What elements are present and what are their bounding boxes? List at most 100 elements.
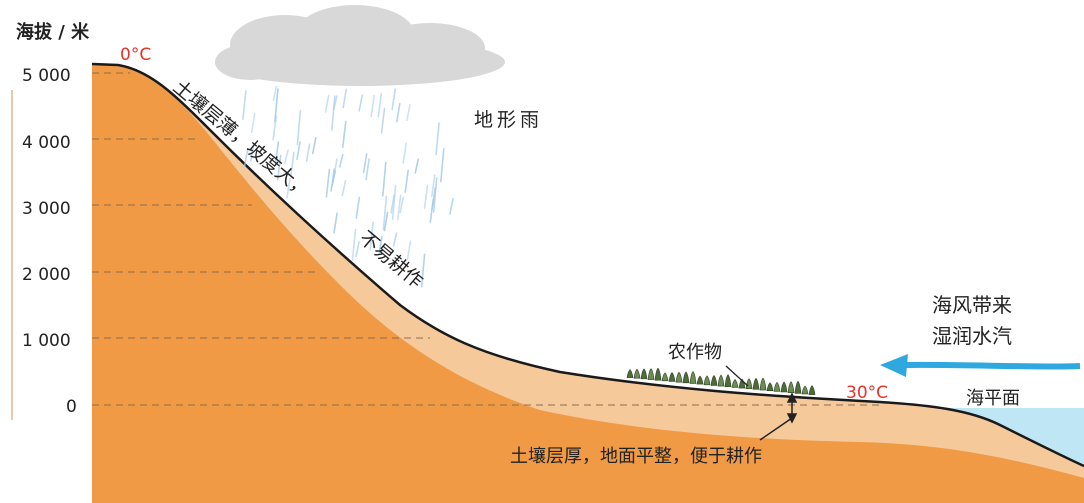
rain-streak (351, 228, 357, 261)
soil-thickness-marker (759, 392, 798, 441)
rain-streak (402, 142, 408, 164)
tick-label-5000: 5 000 (22, 66, 71, 86)
crop-plant (710, 375, 718, 386)
rain-streak (274, 141, 280, 164)
rain-streak (435, 122, 440, 156)
rain-streak (432, 177, 438, 213)
crop-plant (724, 374, 732, 388)
crop-plant (773, 381, 781, 392)
rain-streak (296, 141, 301, 160)
rain-streak (284, 149, 289, 164)
rain-streak (355, 196, 361, 219)
rain-streak (341, 120, 347, 148)
crop-plant (759, 377, 767, 391)
rain-streak (383, 211, 389, 232)
summit-temperature: 0°C (120, 45, 151, 65)
rain-streak (286, 177, 291, 199)
crop-plant (682, 371, 690, 384)
tick-label-4000: 4 000 (22, 133, 71, 153)
y-axis: 海拔 / 米 5 000 4 000 3 000 2 000 1 000 0 (11, 21, 90, 420)
rain-streak (355, 241, 360, 258)
cloud-icon (215, 5, 505, 86)
crop-plant (738, 378, 746, 389)
rain-streak (396, 194, 402, 221)
orographic-rain-label: 地形雨 (474, 109, 543, 131)
rain-streak (381, 161, 387, 197)
sea-level-temperature: 30°C (846, 383, 888, 403)
plain-leader-line (759, 417, 793, 441)
crop-plant (640, 368, 648, 380)
sea (880, 408, 1084, 470)
rain-streak (449, 197, 454, 215)
sea-wind-label-line2: 湿润水汽 (932, 324, 1012, 348)
crop-plant (675, 371, 683, 383)
rain-streak (377, 93, 383, 118)
crop-plant (752, 377, 760, 390)
rain-streak (311, 137, 317, 155)
tick-label-3000: 3 000 (22, 199, 71, 219)
rain-streak (358, 94, 364, 112)
rain-streak (242, 90, 247, 120)
rain-streak (330, 168, 336, 192)
rain-streak (430, 174, 436, 198)
rain-streak (380, 107, 386, 134)
crops-label: 农作物 (668, 342, 722, 363)
rain-streak (365, 158, 370, 181)
rain-streak (420, 253, 426, 288)
crop-plant (808, 385, 816, 395)
y-axis-title: 海拔 / 米 (16, 21, 90, 43)
crop-plant (787, 381, 795, 393)
bedrock-layer (92, 64, 1084, 503)
rain-streak (406, 103, 411, 121)
sea-wind-label-line1: 海风带来 (932, 293, 1012, 317)
rain-streak (272, 85, 278, 102)
tick-label-0: 0 (66, 397, 77, 417)
rain-streak (391, 88, 397, 111)
rain-icon (242, 85, 454, 288)
rain-streak (342, 88, 348, 109)
crop-plant (626, 369, 634, 378)
rain-streak (390, 194, 395, 214)
rain-streak (341, 180, 347, 197)
elevation-gridlines (92, 72, 880, 406)
rain-streak (250, 143, 255, 162)
crops-leader-line (725, 365, 749, 387)
rain-streak (324, 94, 330, 113)
rain-streak (338, 153, 344, 168)
crop-plant (801, 385, 809, 395)
rain-streak (330, 95, 336, 131)
rain-streak (392, 232, 398, 247)
crop-plant (794, 380, 802, 394)
sea-level-label: 海平面 (966, 388, 1020, 409)
wind-arrow-icon (880, 354, 1081, 377)
rain-streak (423, 184, 429, 209)
crop-plant (668, 372, 676, 382)
rain-streak (290, 151, 295, 177)
crop-plant (661, 372, 669, 382)
terrain-surface-line (91, 62, 1084, 468)
rain-streak (399, 196, 405, 214)
rain-streak (333, 158, 338, 178)
rain-streak (378, 235, 383, 255)
crop-plant (717, 374, 725, 387)
rain-streak (370, 94, 376, 118)
crop-plant (745, 378, 753, 390)
thickness-arrow-up (786, 392, 798, 403)
rain-streak (276, 154, 282, 181)
rain-streak (439, 148, 445, 183)
rain-streak (406, 240, 412, 260)
rain-streak (395, 102, 401, 123)
rain-streak (325, 168, 331, 198)
crop-plant (654, 367, 662, 381)
rain-streak (305, 143, 311, 162)
rain-streak (431, 187, 437, 210)
crop-plant (647, 368, 655, 380)
crops-icon (626, 367, 816, 395)
crop-plant (780, 381, 788, 393)
tick-label-2000: 2 000 (22, 265, 71, 285)
tick-label-1000: 1 000 (22, 331, 71, 351)
crop-plant (703, 375, 711, 386)
rain-streak (369, 221, 374, 251)
rain-streak (296, 109, 302, 146)
